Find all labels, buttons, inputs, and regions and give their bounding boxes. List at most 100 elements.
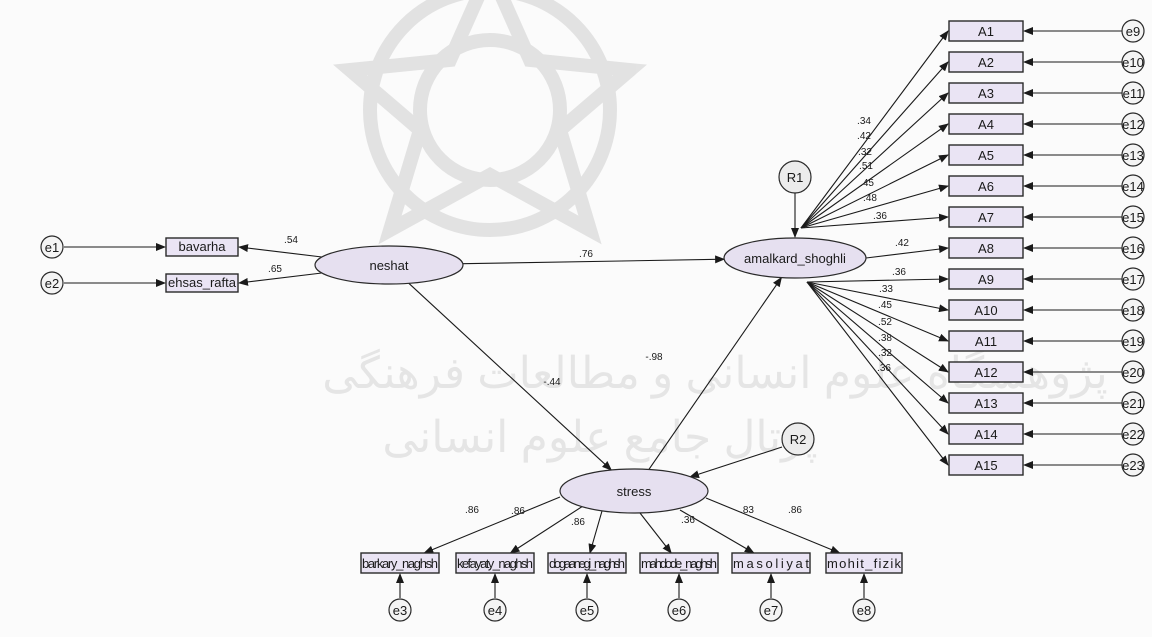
loading-coefficient: .32 xyxy=(858,147,872,158)
observed-variable-label: A5 xyxy=(978,148,994,163)
structural-coefficient: -.98 xyxy=(645,352,663,363)
loading-arrow xyxy=(588,510,603,554)
observed-variable xyxy=(948,361,1024,383)
path-arrows xyxy=(64,27,1122,598)
error-term xyxy=(759,598,783,622)
residual-term xyxy=(778,160,812,194)
error-term-label: e1 xyxy=(45,240,59,255)
observed-variable xyxy=(948,144,1024,166)
observed-variable-label: A11 xyxy=(975,334,997,349)
error-term xyxy=(1121,391,1145,415)
error-term-label: e16 xyxy=(1122,241,1144,256)
error-term xyxy=(1121,360,1145,384)
loading-coefficient: .45 xyxy=(860,178,874,189)
error-term xyxy=(1121,298,1145,322)
observed-variable xyxy=(948,268,1024,290)
error-term-label: e2 xyxy=(45,276,59,291)
residual-term-label: R1 xyxy=(787,170,804,185)
loading-coefficient: .52 xyxy=(878,317,892,328)
loading-coefficient: .86 xyxy=(571,517,585,528)
loading-coefficient: .34 xyxy=(857,116,871,127)
observed-variable-label: masoliyat xyxy=(733,556,809,571)
observed-variable xyxy=(948,113,1024,135)
loading-arrow xyxy=(806,281,949,373)
error-term-label: e6 xyxy=(672,603,686,618)
error-term-label: e20 xyxy=(1122,365,1144,380)
loading-arrow xyxy=(238,272,322,286)
observed-variable xyxy=(455,552,535,574)
observed-variable xyxy=(948,237,1024,259)
observed-variable-label: A6 xyxy=(978,179,994,194)
structural-path xyxy=(408,282,613,471)
latent-variable xyxy=(723,237,867,279)
residual-arrow xyxy=(689,446,783,479)
error-term-label: e14 xyxy=(1122,179,1144,194)
error-term xyxy=(1121,174,1145,198)
loading-arrow xyxy=(806,281,949,313)
observed-variable-label: A3 xyxy=(978,86,994,101)
loading-arrow xyxy=(423,496,561,554)
error-term-label: e13 xyxy=(1122,148,1144,163)
error-term-label: e22 xyxy=(1122,427,1144,442)
error-term-label: e12 xyxy=(1122,117,1144,132)
error-term xyxy=(388,598,412,622)
observed-variable-label: A9 xyxy=(978,272,994,287)
loading-coefficient: .36 xyxy=(681,515,695,526)
structural-path xyxy=(462,255,726,265)
loading-coefficient: .86 xyxy=(465,505,479,516)
error-term-label: e7 xyxy=(764,603,778,618)
observed-variable-label: barkary_naghsh xyxy=(362,556,438,571)
loading-coefficient: .36 xyxy=(873,211,887,222)
error-term xyxy=(40,235,64,259)
observed-variable-label: A4 xyxy=(978,117,994,132)
observed-variable-label: A13 xyxy=(974,396,997,411)
observed-variable-label: dogaanegi_naghsh xyxy=(549,556,625,571)
error-term xyxy=(1121,453,1145,477)
loading-arrow xyxy=(806,275,949,284)
observed-variable xyxy=(948,175,1024,197)
loading-coefficient: .36 xyxy=(877,363,891,374)
loading-arrow xyxy=(800,61,949,229)
loading-coefficient: .54 xyxy=(284,235,298,246)
observed-variable-label: bavarha xyxy=(179,239,227,254)
error-term-label: e10 xyxy=(1122,55,1144,70)
loading-coefficient: .33 xyxy=(879,284,893,295)
structural-coefficient: .76 xyxy=(579,249,593,260)
latent-variable-label: neshat xyxy=(369,258,408,273)
observed-variable-label: A10 xyxy=(974,303,997,318)
error-term xyxy=(483,598,507,622)
observed-variable-label: A1 xyxy=(978,24,994,39)
loading-coefficient: .38 xyxy=(878,333,892,344)
error-term xyxy=(1121,329,1145,353)
loading-arrow xyxy=(705,497,841,554)
loading-coefficient: .65 xyxy=(268,264,282,275)
error-term-label: e11 xyxy=(1123,86,1144,101)
loading-arrow xyxy=(806,281,949,342)
loading-arrow xyxy=(800,213,949,229)
error-term xyxy=(40,271,64,295)
observed-variable xyxy=(639,552,719,574)
error-term-label: e19 xyxy=(1122,334,1144,349)
loading-coefficient: .36 xyxy=(892,267,906,278)
loading-arrow xyxy=(806,281,949,404)
error-term xyxy=(667,598,691,622)
error-term xyxy=(1121,50,1145,74)
error-term xyxy=(1121,422,1145,446)
loading-coefficient: .32 xyxy=(878,348,892,359)
error-term xyxy=(1121,267,1145,291)
error-term xyxy=(1121,236,1145,260)
observed-variable xyxy=(731,552,811,574)
observed-variable-label: A14 xyxy=(974,427,997,442)
error-term-label: e3 xyxy=(393,603,407,618)
observed-variable xyxy=(948,299,1024,321)
error-term xyxy=(852,598,876,622)
observed-variable-label: mohit_fizik xyxy=(827,556,902,571)
loading-arrow xyxy=(800,184,949,229)
error-term-label: e21 xyxy=(1122,396,1144,411)
error-term xyxy=(1121,81,1145,105)
loading-coefficient: .86 xyxy=(511,506,525,517)
error-term xyxy=(1121,19,1145,43)
error-term-label: e17 xyxy=(1122,272,1144,287)
